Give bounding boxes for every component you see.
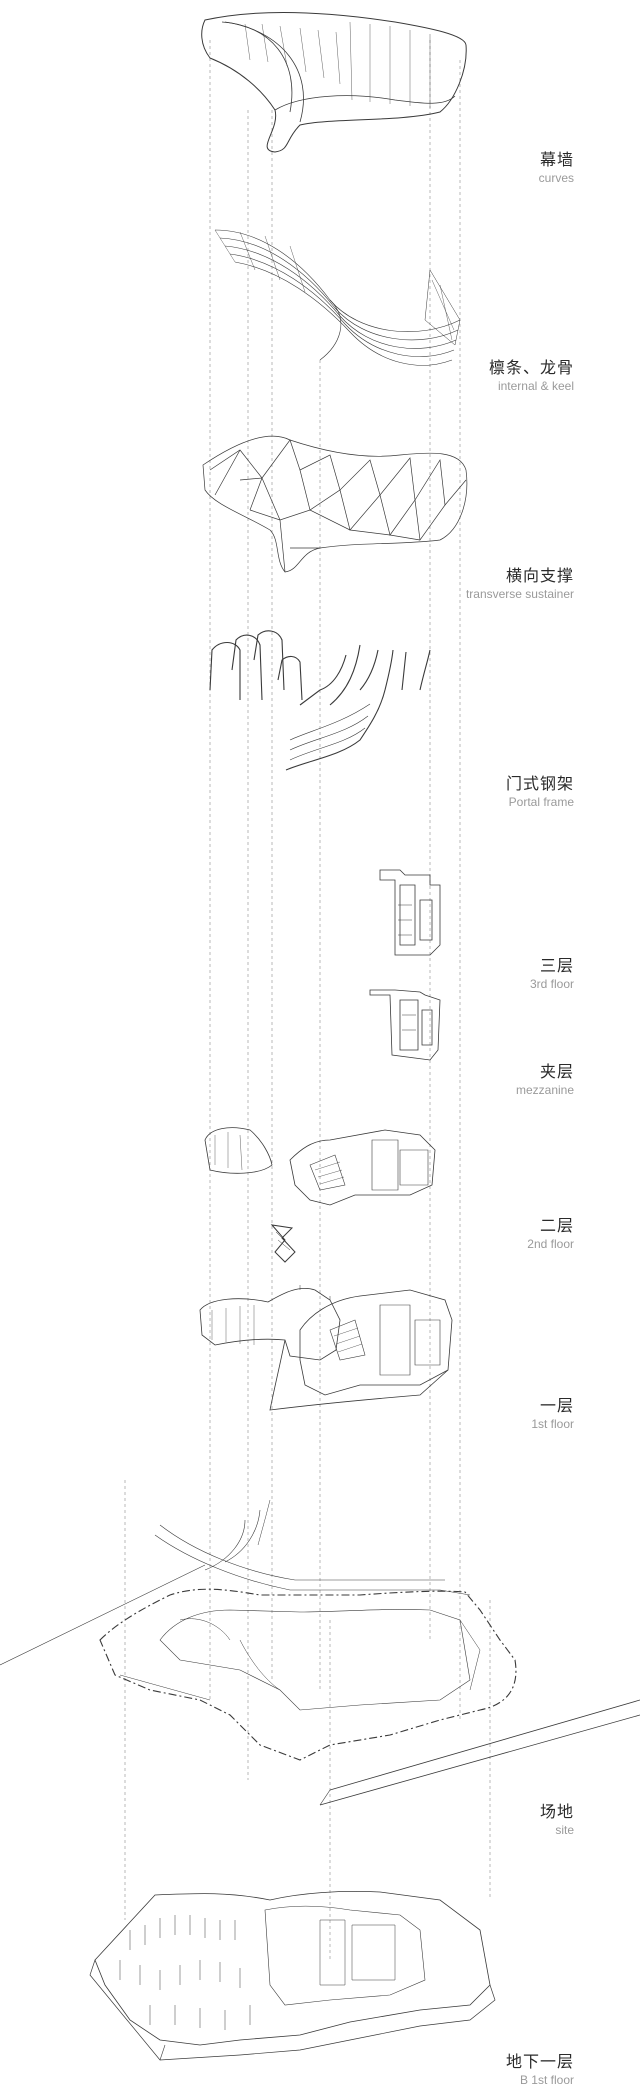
layer-label-floor3: 三层 3rd floor [530,956,574,992]
layer-label-en: site [555,1823,574,1837]
third-floor-plan [379,869,441,956]
transverse-sustainer-layer [202,435,468,573]
layer-label-mezzanine: 夹层 mezzanine [516,1062,574,1098]
layer-label-en: 1st floor [531,1417,574,1431]
layer-label-zh: 地下一层 [505,2052,574,2071]
curtain-wall-layer [201,12,467,153]
layer-label-zh: 夹层 [539,1062,574,1081]
second-floor-plan [204,1127,436,1206]
layer-label-keel: 檩条、龙骨 internal & keel [489,358,574,394]
layer-label-floor1: 一层 1st floor [531,1396,574,1432]
layer-label-en: 3rd floor [529,977,574,991]
site-plan [0,1499,640,1806]
layer-label-zh: 场地 [539,1802,574,1821]
layer-label-floor2: 二层 2nd floor [527,1216,574,1252]
layer-label-en: Portal frame [508,795,574,809]
layer-label-en: transverse sustainer [465,587,574,601]
basement-floor-plan [89,1890,496,2061]
first-floor-plan [199,1285,453,1411]
projection-guides [124,40,491,1960]
layer-label-en: internal & keel [497,379,574,393]
layer-label-zh: 檩条、龙骨 [488,358,574,377]
layer-label-portal: 门式钢架 Portal frame [506,774,574,810]
layer-label-zh: 三层 [539,956,574,975]
layer-label-zh: 二层 [539,1216,574,1235]
layer-label-b1: 地下一层 B 1st floor [506,2052,574,2088]
layer-label-site: 场地 site [540,1802,574,1838]
layer-label-zh: 横向支撑 [505,566,574,585]
mezzanine-plan [369,989,441,1061]
layer-label-zh: 幕墙 [539,150,574,169]
stair-element [270,1224,296,1263]
layer-label-en: B 1st floor [519,2073,574,2087]
layer-label-zh: 门式钢架 [505,774,574,793]
layer-label-transverse: 横向支撑 transverse sustainer [466,566,574,602]
layer-label-en: curves [538,171,574,185]
portal-frame-layer [209,630,431,771]
keel-layer [214,229,461,366]
layer-label-en: mezzanine [515,1083,574,1097]
layer-label-curves: 幕墙 curves [539,150,574,186]
layer-label-zh: 一层 [539,1396,574,1415]
layer-label-en: 2nd floor [527,1237,574,1251]
